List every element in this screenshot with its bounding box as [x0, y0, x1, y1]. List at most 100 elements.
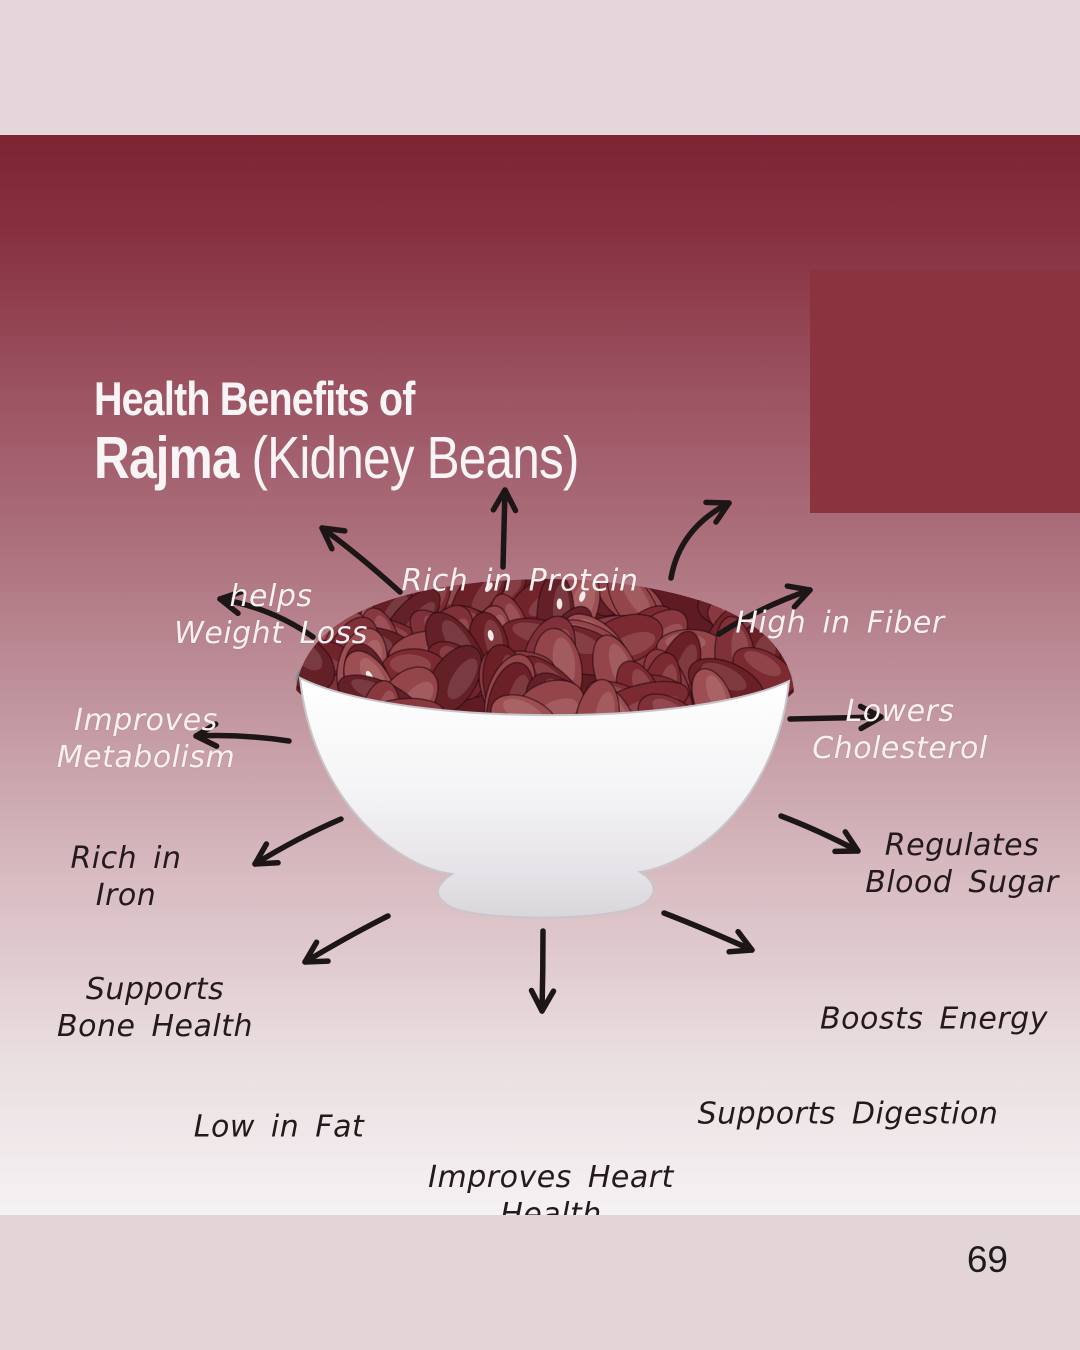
main-graphic-area: Health Benefits of Rajma (Kidney Beans) — [0, 135, 1080, 1232]
benefit-line: High in Fiber — [735, 605, 945, 641]
page-number: 69 — [966, 1239, 1008, 1280]
benefit-line: Blood Sugar — [865, 865, 1059, 900]
benefit-label-blood-sugar: Regulates Blood Sugar — [865, 827, 1059, 901]
kidney-bean — [511, 677, 581, 720]
title-rajma: Rajma — [94, 425, 239, 491]
kidney-bean — [489, 593, 535, 680]
kidney-bean — [387, 629, 464, 676]
kidney-bean — [532, 627, 583, 710]
benefit-line: Supports Digestion — [697, 1096, 999, 1132]
kidney-bean — [691, 668, 735, 727]
benefit-label-protein: Rich in Protein — [402, 562, 639, 599]
benefit-line: Weight Loss — [174, 616, 368, 651]
arrow-energy — [778, 813, 861, 855]
kidney-bean — [655, 628, 725, 667]
benefit-line: Boosts Energy — [820, 1001, 1048, 1037]
kidney-bean — [472, 604, 512, 674]
bowl-body — [298, 676, 791, 919]
benefit-label-weight-loss: helps Weight Loss — [174, 578, 368, 652]
kidney-bean — [360, 679, 402, 727]
kidney-bean — [478, 648, 528, 725]
kidney-bean — [592, 634, 643, 720]
kidney-bean — [425, 644, 483, 716]
kidney-bean — [468, 611, 510, 682]
benefit-line: Low in Fat — [193, 1109, 365, 1145]
kidney-bean — [537, 605, 593, 681]
kidney-bean — [585, 680, 655, 725]
benefit-line: Supports — [85, 971, 225, 1007]
kidney-bean — [475, 650, 557, 695]
kidney-bean — [519, 655, 594, 727]
kidney-bean — [417, 604, 474, 678]
kidney-bean — [550, 619, 631, 676]
kidney-bean — [358, 697, 446, 727]
kidney-bean — [612, 605, 675, 664]
poster-title: Health Benefits of Rajma (Kidney Beans) — [94, 375, 579, 488]
benefit-line: Bone Health — [57, 1009, 253, 1044]
arrow-fiber — [668, 499, 732, 581]
arrow-protein — [490, 487, 519, 570]
benefit-label-bone-health: Supports Bone Health — [57, 971, 253, 1045]
benefit-line: Cholesterol — [812, 731, 988, 766]
kidney-bean — [687, 657, 766, 714]
benefit-line: Regulates — [884, 827, 1040, 863]
kidney-bean — [343, 643, 394, 727]
title-kidney-beans: (Kidney Beans) — [238, 425, 579, 491]
kidney-bean — [424, 611, 490, 698]
top-margin-band — [0, 0, 1080, 135]
accent-rectangle — [810, 270, 1080, 513]
arrow-low-fat — [302, 913, 391, 965]
kidney-bean — [438, 607, 505, 652]
kidney-bean — [536, 624, 621, 676]
arrow-heart — [528, 928, 557, 1014]
benefit-line: Rich in — [70, 840, 182, 876]
kidney-bean — [564, 614, 648, 663]
kidney-bean — [653, 630, 702, 718]
kidney-bean — [732, 646, 794, 696]
kidney-bean — [573, 678, 621, 727]
arrow-digestion — [661, 910, 755, 955]
benefit-line: Improves Heart — [428, 1159, 674, 1195]
kidney-bean — [482, 643, 534, 727]
kidney-bean — [615, 660, 668, 727]
kidney-bean — [587, 613, 664, 667]
benefit-label-iron: Rich in Iron — [70, 840, 181, 914]
kidney-bean — [624, 608, 689, 671]
benefit-label-low-fat: Low in Fat — [194, 1108, 364, 1145]
title-line1: Health Benefits of — [94, 372, 415, 425]
kidney-bean — [639, 652, 682, 727]
kidney-bean — [499, 617, 585, 666]
kidney-bean — [637, 693, 713, 727]
bowl-rim — [295, 629, 793, 729]
kidney-bean — [585, 680, 644, 727]
kidney-bean — [562, 613, 631, 681]
kidney-bean — [490, 694, 561, 727]
kidney-bean — [337, 674, 423, 727]
kidney-bean — [443, 605, 504, 669]
benefit-line: Lowers — [845, 693, 955, 729]
benefit-line: Rich in Protein — [401, 563, 639, 599]
benefit-label-digestion: Supports Digestion — [698, 1095, 999, 1132]
title-line2: Rajma (Kidney Beans) — [94, 429, 579, 488]
kidney-bean — [409, 609, 480, 678]
benefit-label-cholesterol: Lowers Cholesterol — [812, 693, 987, 767]
kidney-bean — [642, 648, 695, 727]
kidney-bean — [485, 661, 535, 727]
kidney-bean — [343, 650, 400, 727]
benefit-line: Iron — [95, 878, 157, 913]
benefit-label-energy: Boosts Energy — [820, 1000, 1048, 1037]
benefit-label-fiber: High in Fiber — [735, 604, 944, 641]
kidney-bean — [380, 648, 451, 697]
benefit-line: Improves — [74, 702, 218, 738]
kidney-bean — [424, 640, 485, 701]
arrow-bone-health — [252, 816, 344, 867]
benefit-line: Metabolism — [56, 740, 236, 775]
kidney-bean — [624, 674, 694, 725]
kidney-bean — [525, 672, 581, 727]
benefit-line: helps — [229, 578, 313, 614]
kidney-bean — [515, 679, 585, 727]
kidney-bean — [594, 680, 690, 726]
bottom-margin-band: 69 — [0, 1215, 1080, 1350]
